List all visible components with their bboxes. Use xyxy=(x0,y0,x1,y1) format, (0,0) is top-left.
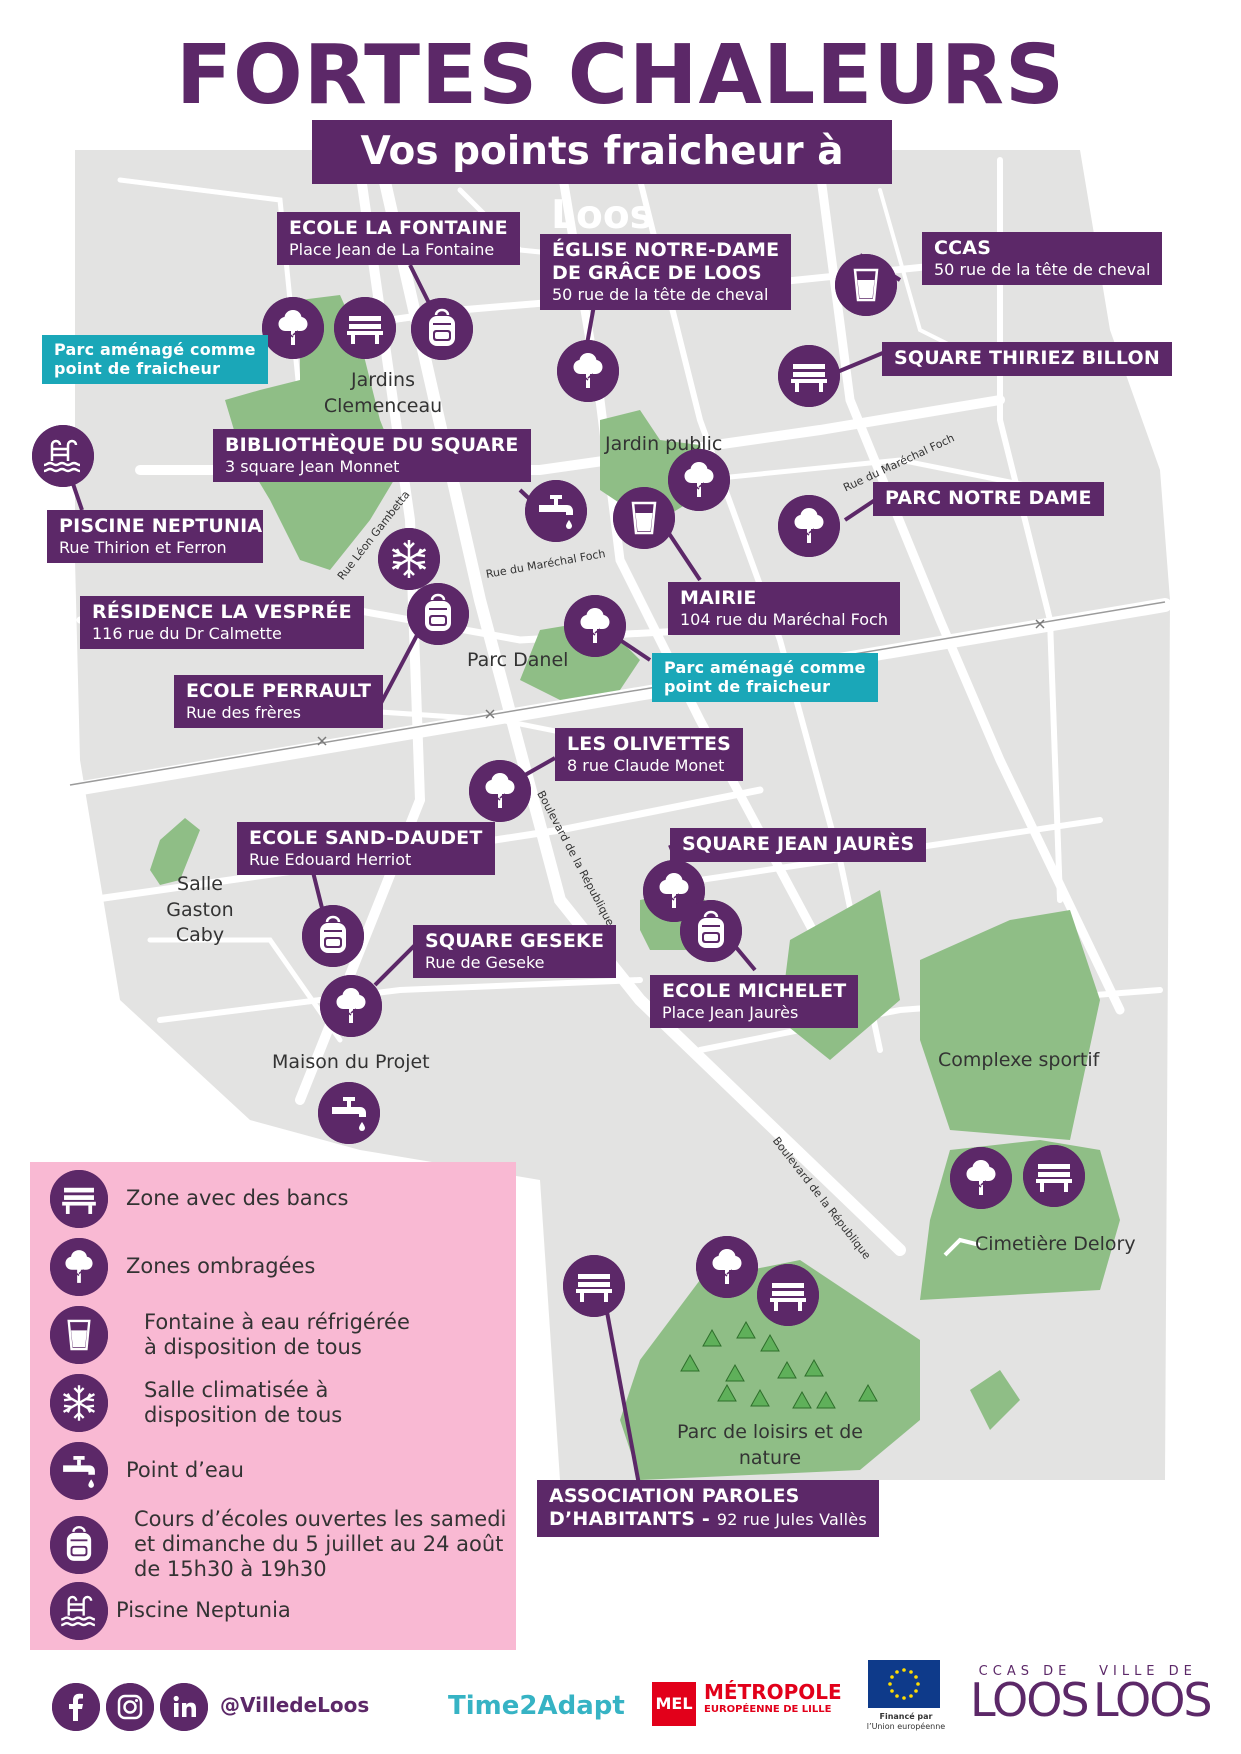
tap-icon[interactable] xyxy=(525,480,587,542)
legend-item-bench: Zone avec des bancs xyxy=(50,1170,348,1228)
linkedin-icon[interactable] xyxy=(160,1683,208,1731)
tree-icon[interactable] xyxy=(564,595,626,657)
legend-item-tap: Point d’eau xyxy=(50,1442,244,1500)
tree-icon[interactable] xyxy=(668,449,730,511)
label-square-jean-jaures: SQUARE JEAN JAURÈS xyxy=(670,828,927,862)
facebook-icon[interactable] xyxy=(52,1683,100,1731)
place-complexe-sportif: Complexe sportif xyxy=(938,1049,1100,1071)
tree-icon xyxy=(50,1238,108,1296)
instagram-icon[interactable] xyxy=(106,1683,154,1731)
backpack-icon[interactable] xyxy=(407,583,469,645)
glass-icon[interactable] xyxy=(613,487,675,549)
snowflake-icon[interactable] xyxy=(378,528,440,590)
tree-icon[interactable] xyxy=(262,297,324,359)
social-handle[interactable]: @VilledeLoos xyxy=(220,1693,370,1717)
page-subtitle: Vos points fraicheur à Loos xyxy=(312,120,892,238)
mel-logo-badge: MEL xyxy=(652,1682,696,1726)
tap-icon[interactable] xyxy=(318,1082,380,1144)
park-salle-gaston-caby xyxy=(150,818,200,885)
label-parc-notre-dame: PARC NOTRE DAME xyxy=(873,482,1104,516)
tree-icon[interactable] xyxy=(950,1147,1012,1209)
park-complexe-sportif xyxy=(920,910,1100,1140)
place-maison-du-projet: Maison du Projet xyxy=(272,1051,430,1073)
tree-icon[interactable] xyxy=(320,975,382,1037)
ville-loos-logo: VILLE DE LOOS xyxy=(1093,1664,1213,1727)
mel-logo-text: MÉTROPOLE EUROPÉENNE DE LILLE xyxy=(704,1680,842,1715)
time2adapt-logo: Time2Adapt xyxy=(448,1691,625,1721)
railway xyxy=(69,601,1166,786)
legend-item-tree: Zones ombragées xyxy=(50,1238,315,1296)
place-parc-danel: Parc Danel xyxy=(467,649,569,671)
snowflake-icon xyxy=(50,1374,108,1432)
eu-flag-icon xyxy=(868,1660,940,1708)
bench-icon[interactable] xyxy=(1023,1145,1085,1207)
pool-icon[interactable] xyxy=(32,425,94,487)
backpack-icon[interactable] xyxy=(302,905,364,967)
glass-icon[interactable] xyxy=(835,254,897,316)
bench-icon[interactable] xyxy=(757,1264,819,1326)
tree-icon[interactable] xyxy=(696,1236,758,1298)
backpack-icon[interactable] xyxy=(680,900,742,962)
forest-tree-icons xyxy=(680,1320,878,1409)
label-square-thiriez-billon: SQUARE THIRIEZ BILLON xyxy=(882,342,1172,376)
bench-icon xyxy=(50,1170,108,1228)
tap-icon xyxy=(50,1442,108,1500)
pool-icon xyxy=(50,1582,108,1640)
tree-icon[interactable] xyxy=(469,760,531,822)
tree-icon[interactable] xyxy=(778,495,840,557)
backpack-icon xyxy=(50,1515,108,1574)
ccas-loos-logo: CCAS DE LOOS xyxy=(970,1664,1090,1727)
tree-icon[interactable] xyxy=(557,340,619,402)
bench-icon[interactable] xyxy=(334,297,396,359)
legend: Zone avec des bancs Zones ombragées Font… xyxy=(30,1162,516,1650)
place-cimetiere-delory: Cimetière Delory xyxy=(975,1233,1136,1255)
bench-icon[interactable] xyxy=(563,1255,625,1317)
glass-icon xyxy=(50,1306,108,1364)
park-loisirs xyxy=(620,1260,920,1480)
legend-item-pool: Piscine Neptunia xyxy=(50,1582,291,1640)
park-small-east xyxy=(970,1370,1020,1430)
bench-icon[interactable] xyxy=(778,345,840,407)
railway-crossings xyxy=(317,619,1045,746)
page-title: FORTES CHALEURS xyxy=(175,28,1066,123)
backpack-icon[interactable] xyxy=(411,298,473,360)
